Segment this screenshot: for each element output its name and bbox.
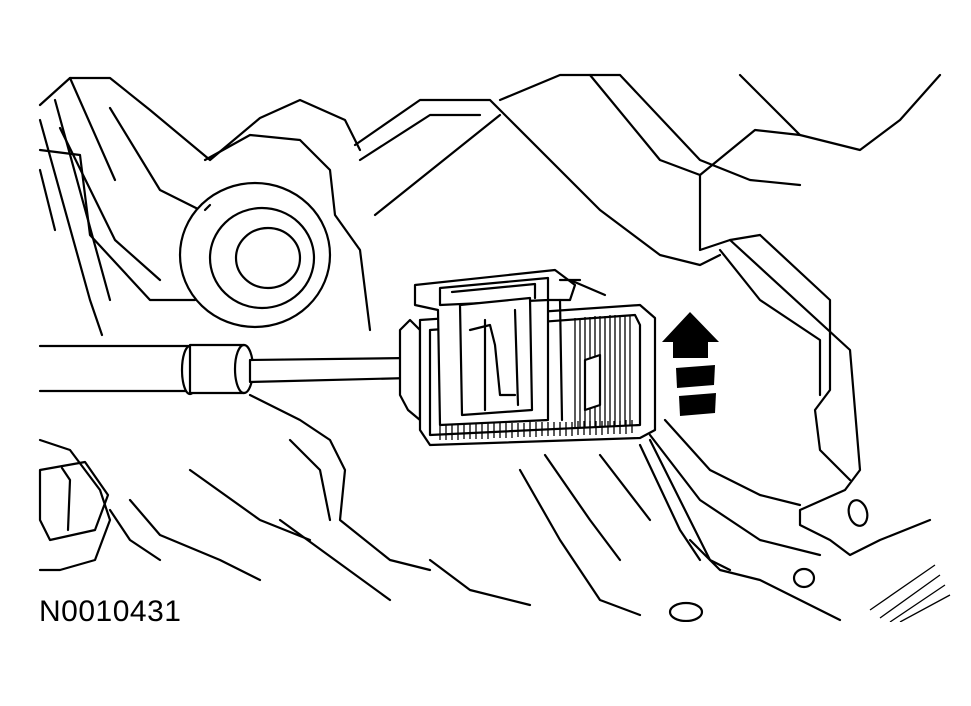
- housing-linework: [38, 73, 951, 622]
- direction-up-arrow-icon: [662, 312, 719, 416]
- figure-id-label: N0010431: [37, 594, 184, 630]
